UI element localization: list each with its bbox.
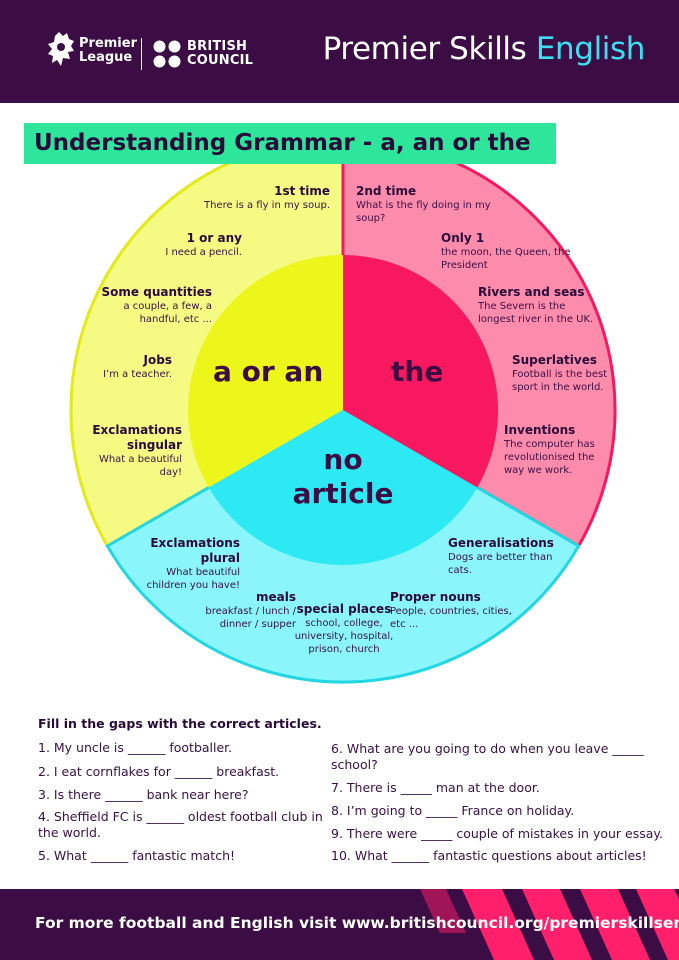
- exercise-item: 8. I’m going to _____ France on holiday.: [331, 803, 575, 818]
- footer-bar: For more football and English visit www.…: [0, 889, 679, 960]
- a-or-an-inner-segment: [188, 255, 343, 488]
- footer-link-text[interactable]: For more football and English visit www.…: [35, 914, 679, 932]
- premier-league-lion-icon: [48, 32, 74, 66]
- site-title: Premier Skills English: [322, 31, 646, 67]
- exercise-item: 7. There is _____ man at the door.: [331, 780, 540, 795]
- exercise-item: 4. Sheffield FC is ______ oldest footbal…: [38, 809, 323, 840]
- logo-divider: [141, 38, 142, 70]
- exercise-item: 10. What ______ fantastic questions abou…: [331, 848, 647, 863]
- no-article-inner-segment: [208, 410, 478, 565]
- header-bar: Premier League BRITISH COUNCIL Premier S…: [0, 0, 679, 103]
- exercise-item: 3. Is there ______ bank near here?: [38, 787, 249, 802]
- the-label: the: [391, 355, 444, 388]
- footer-stripes-decoration: [420, 889, 679, 960]
- exercise-item: 6. What are you going to do when you lea…: [331, 741, 644, 772]
- exercise-item: 5. What ______ fantastic match!: [38, 848, 236, 863]
- a-or-an-label: a or an: [213, 355, 324, 388]
- exercise-item: 9. There were _____ couple of mistakes i…: [331, 826, 663, 841]
- premier-league-logo-text: Premier League: [79, 36, 137, 65]
- british-council-logo-text: BRITISH COUNCIL: [187, 39, 254, 68]
- no-article-label: no article: [292, 443, 394, 510]
- article-wheel-diagram: [69, 136, 617, 684]
- exercise-heading: Fill in the gaps with the correct articl…: [38, 716, 322, 731]
- page-title: Understanding Grammar - a, an or the: [24, 123, 556, 164]
- exercise-item: 2. I eat cornflakes for ______ breakfast…: [38, 764, 280, 779]
- the-inner-segment: [343, 255, 498, 488]
- british-council-dots-icon: [153, 40, 181, 68]
- exercise-item: 1. My uncle is ______ footballer.: [38, 740, 233, 755]
